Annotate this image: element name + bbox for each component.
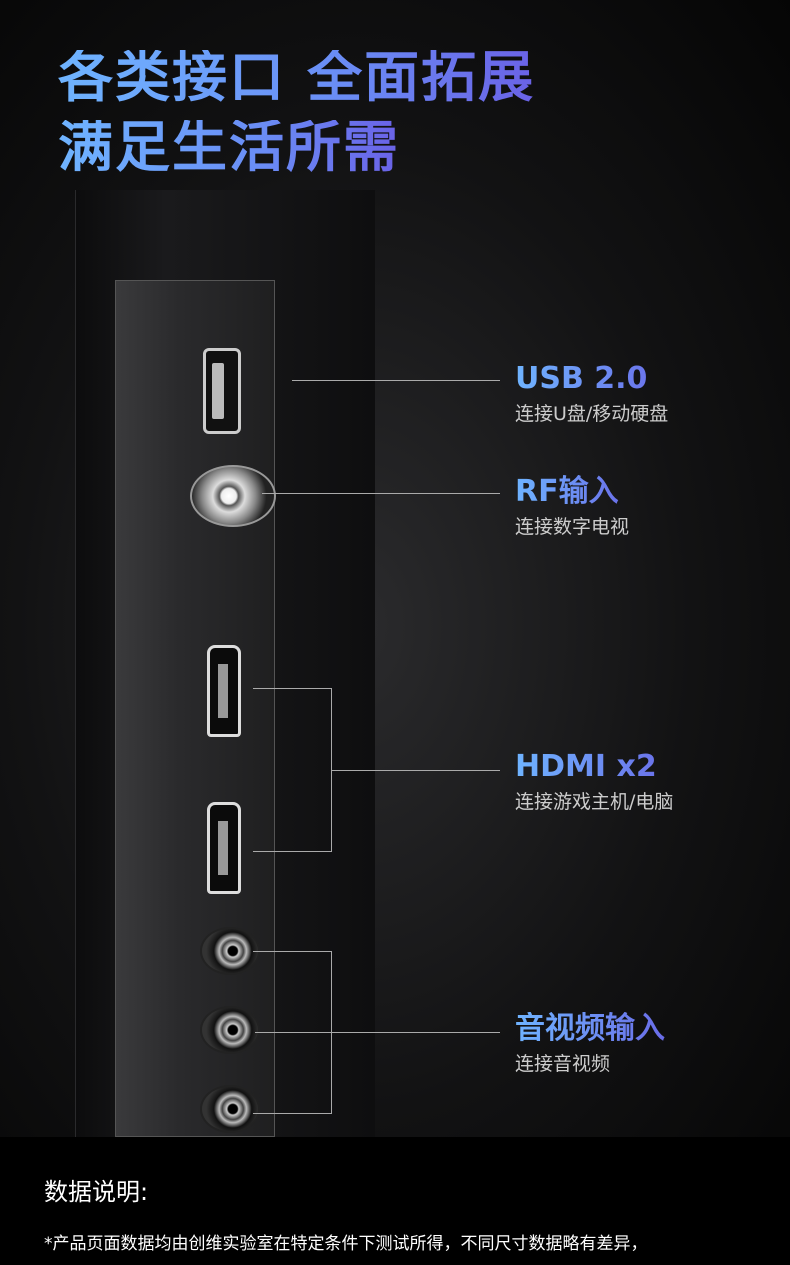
leader-line [292, 380, 500, 381]
hdmi-port-icon [207, 802, 241, 894]
port-title: USB 2.0 [515, 362, 668, 395]
notes-text: *产品页面数据均由创维实验室在特定条件下测试所得，不同尺寸数据略有差异， [44, 1234, 648, 1254]
leader-line [331, 770, 500, 771]
hdmi-port-icon [207, 645, 241, 737]
av-port-icon [200, 1006, 260, 1054]
av-label: 音视频输入 连接音视频 [515, 1012, 665, 1076]
usb-label: USB 2.0 连接U盘/移动硬盘 [515, 362, 668, 426]
leader-line [253, 688, 331, 689]
product-image: 各类接口 全面拓展 满足生活所需 USB 2.0 连接U盘/移动硬盘 RF输入 … [0, 0, 790, 1137]
rf-port-icon [190, 465, 276, 527]
port-subtitle: 连接U盘/移动硬盘 [515, 403, 669, 425]
hdmi-label: HDMI x2 连接游戏主机/电脑 [515, 750, 673, 814]
port-title: HDMI x2 [515, 750, 673, 783]
headline-line2: 满足生活所需 [58, 115, 401, 179]
rf-label: RF输入 连接数字电视 [515, 475, 629, 539]
av-port-icon [200, 927, 260, 975]
leader-line [253, 851, 331, 852]
port-subtitle: 连接数字电视 [515, 516, 630, 538]
notes-title: 数据说明: [44, 1178, 149, 1206]
av-port-icon [200, 1085, 260, 1133]
port-title: RF输入 [515, 475, 629, 508]
leader-line [253, 1113, 331, 1114]
headline-line1: 各类接口 全面拓展 [58, 45, 536, 109]
usb-port-icon [203, 348, 241, 434]
port-subtitle: 连接音视频 [515, 1053, 611, 1075]
port-subtitle: 连接游戏主机/电脑 [515, 791, 674, 813]
leader-line [255, 1032, 500, 1033]
port-title: 音视频输入 [515, 1011, 665, 1046]
port-panel [115, 280, 275, 1137]
leader-line [262, 493, 500, 494]
leader-line [253, 951, 331, 952]
